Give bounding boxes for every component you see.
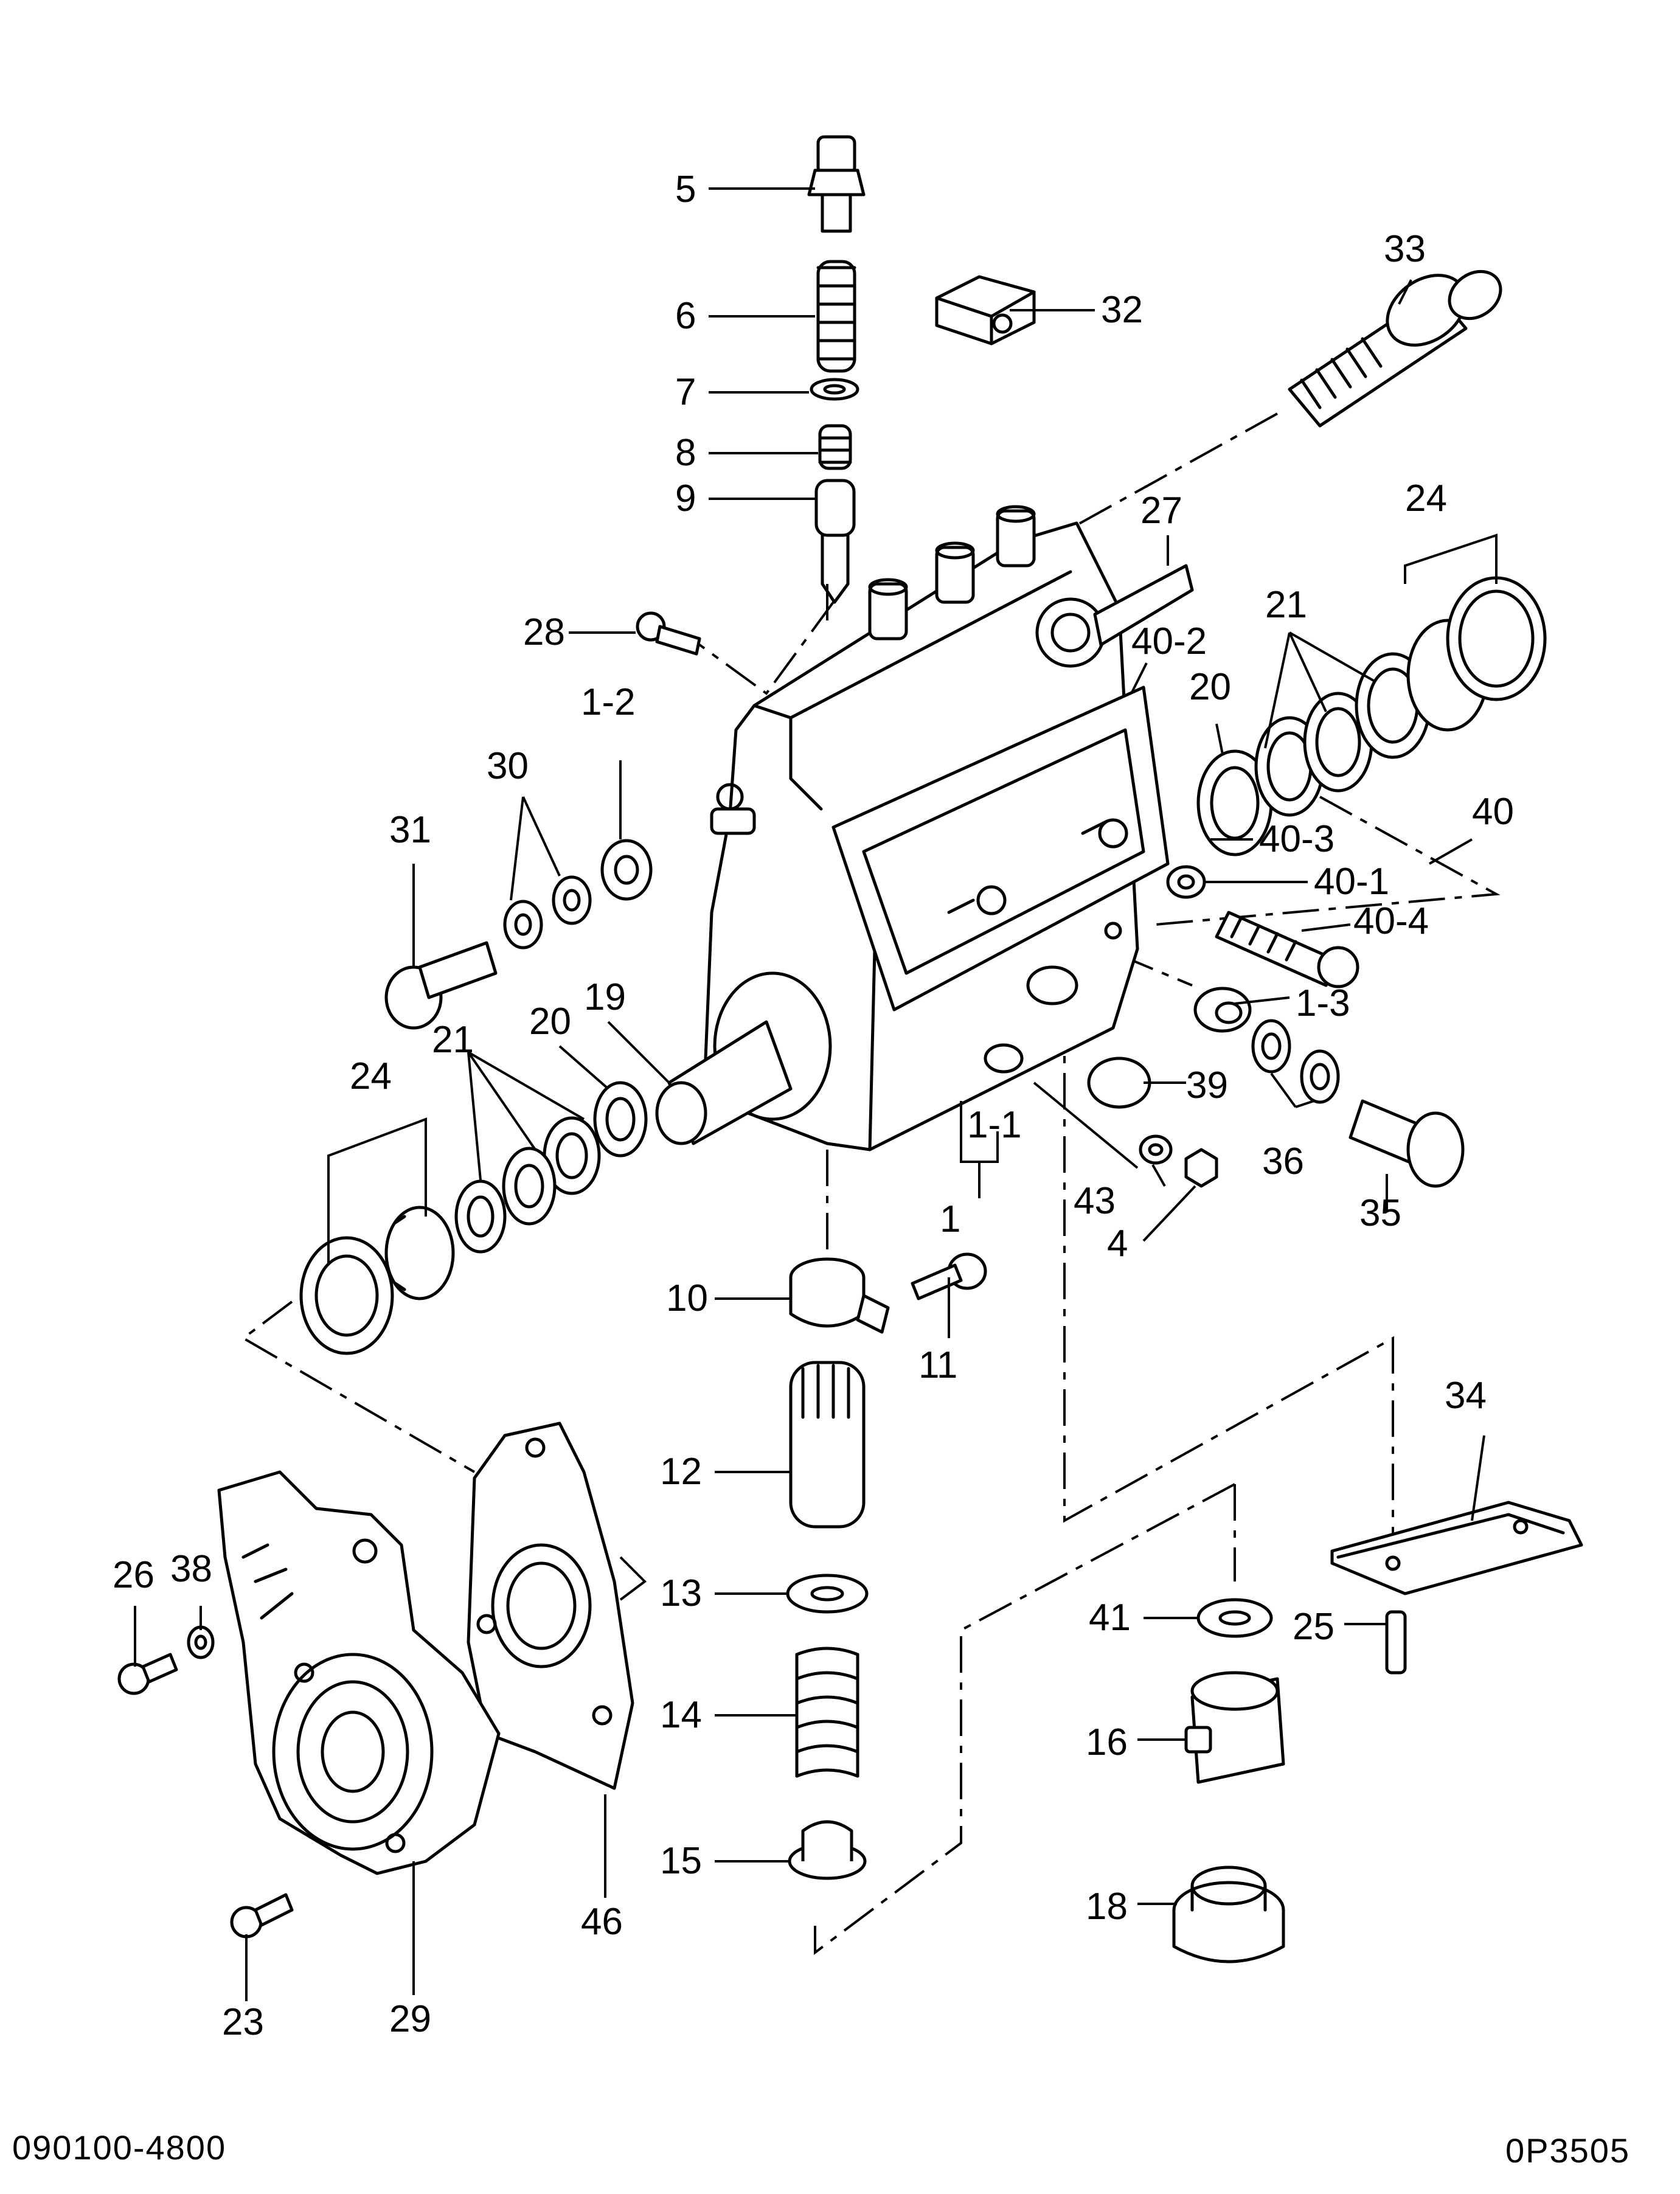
diagram-code: 0P3505 — [1505, 2131, 1630, 2170]
control-rack-block — [935, 275, 1036, 345]
callout-12: 12 — [660, 1451, 702, 1493]
callout-21-right: 21 — [1265, 584, 1307, 626]
callout-36: 36 — [1262, 1140, 1304, 1182]
right-bearing-parts — [1196, 576, 1547, 856]
callout-20-left: 20 — [529, 1001, 571, 1043]
washer-13 — [786, 1574, 869, 1614]
leader-lines — [134, 187, 1498, 2001]
nut-washer-4-43 — [1139, 1134, 1218, 1188]
flange-29 — [217, 1470, 501, 1875]
callout-1-3: 1-3 — [1296, 982, 1350, 1024]
callout-6: 6 — [675, 295, 696, 337]
callout-27: 27 — [1140, 490, 1182, 532]
callout-40-1: 40-1 — [1314, 861, 1389, 903]
bracket-34 — [1330, 1501, 1583, 1595]
delivery-valve-spring — [816, 260, 856, 373]
spring-14 — [795, 1647, 859, 1778]
banjo-bolt-1-3 — [1193, 987, 1252, 1033]
callout-5: 5 — [675, 168, 696, 210]
callout-23: 23 — [222, 2001, 264, 2043]
washer-38 — [187, 1625, 215, 1659]
callout-labels: 5 6 7 8 9 32 33 27 28 24 21 40-2 20 40 4… — [113, 168, 1514, 2043]
callout-9: 9 — [675, 477, 696, 519]
callout-40-3: 40-3 — [1259, 818, 1335, 860]
plug-18 — [1172, 1866, 1285, 1963]
screw-11 — [911, 1252, 987, 1300]
cover-gasket-and-bolt — [1166, 865, 1359, 988]
callout-16: 16 — [1086, 1721, 1128, 1763]
banjo-bolt-31 — [384, 941, 498, 1030]
callout-8: 8 — [675, 432, 696, 474]
callout-26: 26 — [113, 1554, 154, 1596]
callout-46: 46 — [581, 1901, 623, 1943]
left-bearing-parts — [299, 1081, 648, 1355]
delivery-valve-holder — [807, 135, 866, 233]
callout-28: 28 — [523, 611, 565, 653]
spring-seat-15 — [788, 1820, 867, 1880]
callout-1: 1 — [940, 1198, 960, 1240]
screw-26 — [117, 1653, 178, 1695]
callout-10: 10 — [666, 1277, 708, 1319]
callout-20-right: 20 — [1189, 666, 1231, 708]
callout-24-right: 24 — [1405, 477, 1447, 519]
callout-35: 35 — [1359, 1192, 1401, 1234]
callout-38: 38 — [170, 1548, 212, 1590]
gasket-46 — [467, 1422, 634, 1790]
callout-33: 33 — [1384, 228, 1426, 270]
callout-40-2: 40-2 — [1131, 620, 1207, 662]
plunger — [814, 479, 856, 604]
o-ring-39 — [1087, 1057, 1151, 1109]
callout-24-left: 24 — [350, 1055, 392, 1097]
delivery-valve-gasket — [810, 378, 859, 401]
washer-41 — [1196, 1598, 1273, 1638]
callout-1-1: 1-1 — [967, 1104, 1022, 1146]
callout-11: 11 — [918, 1344, 957, 1386]
drawing-number: 090100-4800 — [12, 2128, 226, 2167]
banjo-bolt-35 — [1349, 1099, 1465, 1188]
callout-13: 13 — [660, 1572, 702, 1614]
cap-16 — [1184, 1671, 1285, 1784]
callout-40: 40 — [1472, 791, 1514, 833]
callout-41: 41 — [1089, 1597, 1131, 1639]
callout-32: 32 — [1101, 289, 1143, 331]
plunger-barrel-12 — [789, 1361, 866, 1529]
screw-23 — [230, 1893, 294, 1939]
delivery-valve — [818, 424, 852, 470]
callout-7: 7 — [675, 371, 696, 413]
screw-25 — [1385, 1610, 1407, 1675]
control-shaft — [1288, 269, 1502, 428]
washers-36 — [1251, 1019, 1340, 1104]
callout-43: 43 — [1074, 1180, 1116, 1222]
callout-31: 31 — [389, 809, 431, 851]
callout-18: 18 — [1086, 1886, 1128, 1928]
control-sleeve-10 — [789, 1257, 890, 1334]
callout-19: 19 — [584, 976, 626, 1018]
callout-14: 14 — [660, 1694, 702, 1736]
assembly-dash-lines — [241, 412, 1501, 1955]
callout-15: 15 — [660, 1840, 702, 1882]
callout-21-left: 21 — [432, 1019, 474, 1061]
callout-40-4: 40-4 — [1353, 900, 1429, 942]
callout-39: 39 — [1186, 1064, 1228, 1106]
banjo-bolt-1-2 — [600, 807, 756, 901]
callout-29: 29 — [389, 1998, 431, 2040]
callout-1-2: 1-2 — [581, 681, 636, 723]
callout-4: 4 — [1107, 1223, 1128, 1265]
washers-30 — [503, 875, 592, 949]
callout-30: 30 — [487, 745, 529, 787]
bolt-28 — [636, 611, 701, 656]
callout-34: 34 — [1445, 1375, 1487, 1417]
injection-pump-body — [655, 505, 1194, 1151]
callout-25: 25 — [1293, 1606, 1335, 1648]
